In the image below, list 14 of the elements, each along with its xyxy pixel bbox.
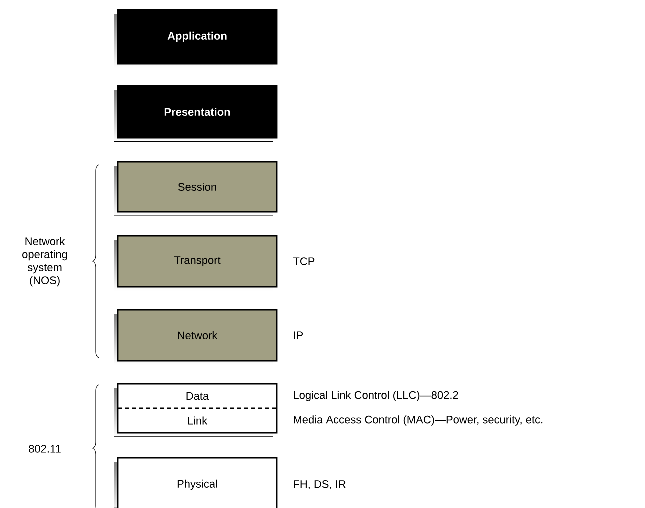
layer-box: Application <box>114 9 278 68</box>
layer-box: Data Link <box>114 383 278 437</box>
layer-note: IP <box>294 332 304 340</box>
layer-note: TCP <box>293 258 315 266</box>
layer-box: Network <box>114 309 278 365</box>
group-label: 802.11 <box>29 445 61 453</box>
layer-box: Physical <box>114 457 278 508</box>
layer-note: Logical Link Control (LLC)—802.2 <box>294 391 458 402</box>
layer-note: FH, DS, IR <box>294 480 346 490</box>
layer-box: Presentation <box>114 85 278 142</box>
layer-note: Media Access Control (MAC)—Power, security, etc. <box>294 416 543 426</box>
group-label: Network operating system (NOS) <box>22 237 68 287</box>
layer-box: Session <box>114 161 278 216</box>
layer-box: Transport <box>114 235 278 291</box>
